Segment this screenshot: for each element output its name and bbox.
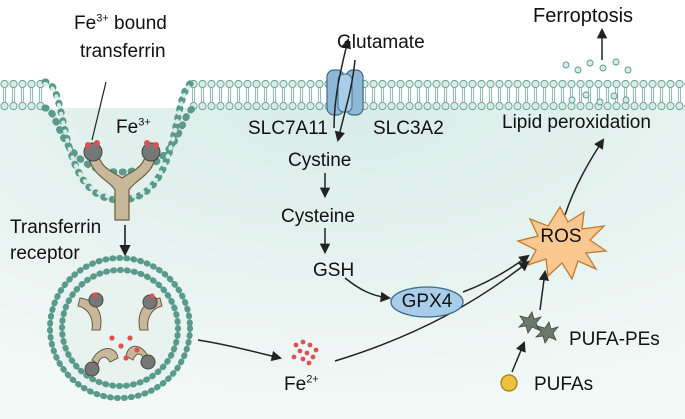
fe3-bound-pointer [91, 81, 107, 141]
fe3-bound-transferrin-label: Fe3+ bound [74, 12, 167, 34]
arrow-pufas-to-pufa-pes [511, 341, 526, 373]
fe3-bound-sup: 3+ [96, 12, 109, 25]
fe2-iron-cluster [291, 339, 319, 366]
fe2-base: Fe [284, 374, 307, 395]
transferrin-receptor-label-2: receptor [10, 243, 80, 264]
gpx4-enzyme [390, 286, 464, 318]
pufa-molecule [500, 374, 518, 392]
fe2-label: Fe2+ [284, 373, 319, 395]
arrow-cystine-in [334, 59, 356, 143]
arrow-gsh-to-gpx4 [344, 277, 392, 303]
ros-starburst [516, 205, 608, 281]
arrow-pufa-pes-to-ros [538, 269, 550, 311]
ferroptosis-label: Ferroptosis [533, 5, 634, 27]
pufa-pe-molecules [517, 311, 560, 344]
arrow-fe2-to-ros [334, 260, 530, 362]
fe3-transferrin-complex [83, 140, 161, 162]
ros-label: ROS [540, 226, 582, 247]
plasma-membrane [0, 78, 685, 204]
arrow-glutamate-out [333, 37, 352, 129]
endosome [47, 255, 193, 401]
cystine-label: Cystine [288, 150, 352, 171]
slc3a2-label: SLC3A2 [373, 118, 444, 139]
fe3-bound-prefix: Fe [74, 13, 97, 34]
fe3-base: Fe [116, 117, 139, 138]
pufas-label: PUFAs [534, 374, 594, 395]
slc7a11-label: SLC7A11 [248, 118, 328, 139]
arrow-endosome-to-fe2 [197, 339, 283, 362]
pufa-pes-label: PUFA-PEs [569, 329, 660, 350]
transferrin-receptor-label-1: Transferrin [10, 217, 102, 238]
lipid-peroxidation-label: Lipid peroxidation [502, 112, 651, 133]
peroxidized-lipids [562, 58, 632, 106]
gsh-label: GSH [313, 260, 355, 281]
glutamate-label: Glutamate [337, 32, 425, 53]
transferrin-label: transferrin [80, 41, 166, 62]
fe3-sup: 3+ [138, 116, 151, 129]
cysteine-label: Cysteine [281, 206, 355, 227]
arrow-ros-to-lipid-peroxidation [564, 138, 605, 216]
slc7a11-slc3a2-transporter [326, 69, 364, 116]
gpx4-label: GPX4 [401, 291, 453, 312]
fe2-sup: 2+ [306, 373, 319, 386]
fe3-label: Fe3+ [116, 116, 151, 138]
arrow-gpx4-to-ros [462, 254, 530, 293]
fe3-bound-suffix: bound [108, 13, 167, 34]
